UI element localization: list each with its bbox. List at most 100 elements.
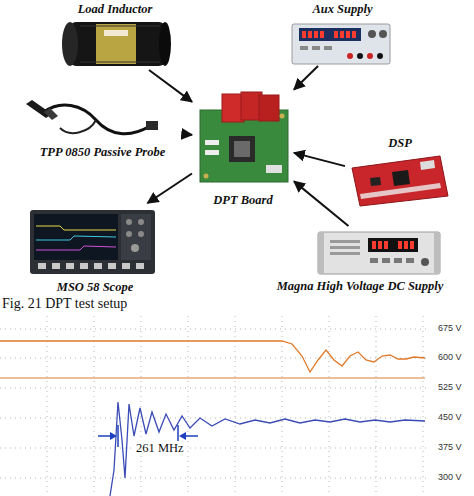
axis-label: 600 V [438,352,462,363]
passive-probe-picture [26,100,158,134]
aux-supply-picture [334,31,338,38]
passive-probe-picture [44,105,150,134]
oscilloscope-picture [122,263,130,269]
dpt-board-picture [234,141,250,157]
aux-supply-picture [308,31,312,38]
dc-supply-picture [318,232,440,274]
oscilloscope-picture [94,263,102,269]
passive-probe-picture [146,121,158,130]
axis-label: 375 V [438,442,462,453]
axis-label: 450 V [438,412,462,423]
current-trace [110,402,425,496]
current-trace [110,402,425,496]
equipment-label: TPP 0850 Passive Probe [38,145,168,160]
voltage-trace [0,341,425,378]
voltage-trace [0,378,425,379]
oscilloscope-picture [36,226,116,230]
dc-supply-picture [434,232,440,274]
plot-grid [0,329,428,330]
plot-grid [47,316,48,496]
passive-probe-picture [60,120,96,133]
plot-grid [235,316,236,496]
period-marker [110,432,117,440]
dsp-board-picture [370,177,381,186]
axis-label: 525 V [438,382,462,393]
aux-supply-picture [324,46,332,50]
aux-supply-picture [367,53,373,59]
oscilloscope-picture [66,263,74,269]
dc-supply-picture [421,258,429,266]
oscilloscope-picture [34,214,118,260]
dpt-board-picture [204,174,209,179]
dc-supply-picture [382,258,390,263]
equipment-label: DPT Board [211,193,274,208]
period-marker [98,435,112,437]
dc-supply-picture [378,241,382,249]
dc-supply-picture [318,232,440,274]
dc-supply-picture [368,238,418,252]
dsp-board-picture [352,156,448,206]
aux-supply-picture [352,31,356,38]
connector-arrow [148,173,192,203]
plot-grid [188,316,189,496]
dc-supply-picture [370,258,378,263]
dc-supply-picture [372,241,376,249]
aux-supply-picture [377,53,383,59]
aux-supply-picture [299,28,361,41]
aux-supply-picture [368,30,376,38]
plot-grid [0,316,428,496]
plot-grid [0,418,428,419]
dsp-board-picture [420,160,435,170]
oscilloscope-picture [126,231,132,237]
aux-supply-picture [292,24,390,64]
dc-supply-picture [398,241,402,249]
aux-supply-picture [312,46,320,50]
oscilloscope-picture [126,219,132,225]
aux-supply-picture [292,24,390,64]
plot-grid [329,316,330,496]
oscilloscope-picture [136,263,144,269]
aux-supply-picture [340,31,344,38]
load-inductor-picture [80,26,160,27]
frequency-annotation: 261 MHz [134,441,186,456]
plot-grid [0,448,428,449]
oscilloscope-picture [108,263,116,269]
dc-supply-picture [404,241,408,249]
dc-supply-picture [330,240,360,243]
dc-supply-picture [330,246,360,249]
dsp-board-picture [352,156,448,206]
plot-grid [141,316,142,496]
load-inductor-picture [96,24,136,64]
dc-supply-picture [406,258,414,263]
oscilloscope-picture [52,263,60,269]
equipment-label: MSO 58 Scope [55,280,135,295]
equipment-label: DSP [386,136,414,151]
dpt-board-picture [259,95,279,121]
load-inductor-picture [70,22,165,66]
load-inductor: Load Inductor [55,2,175,70]
dpt-board-picture [200,92,288,182]
dc-supply-picture [384,241,388,249]
aux-supply-picture [320,31,324,38]
aux-supply-picture [347,53,353,59]
load-inductor-picture [62,22,78,66]
dsp-board: DSP [345,136,455,210]
connector-arrow [294,66,318,90]
axis-label: 675 V [438,323,462,334]
connector-arrow [149,70,192,102]
oscilloscope-picture [138,219,144,225]
plot-grid [0,478,428,479]
plot-grid [94,316,95,496]
period-marker [184,435,198,437]
dsp-board-picture [360,183,441,199]
equipment-label: Aux Supply [310,2,374,17]
dpt-board-picture [266,165,282,173]
voltage-trace [0,341,425,372]
period-marker [117,425,119,447]
plot-grid [282,316,283,496]
plot-grid [0,388,428,389]
dc-supply-picture [410,241,414,249]
aux-supply-picture [346,31,350,38]
figure-caption: Fig. 21 DPT test setup [2,296,127,313]
